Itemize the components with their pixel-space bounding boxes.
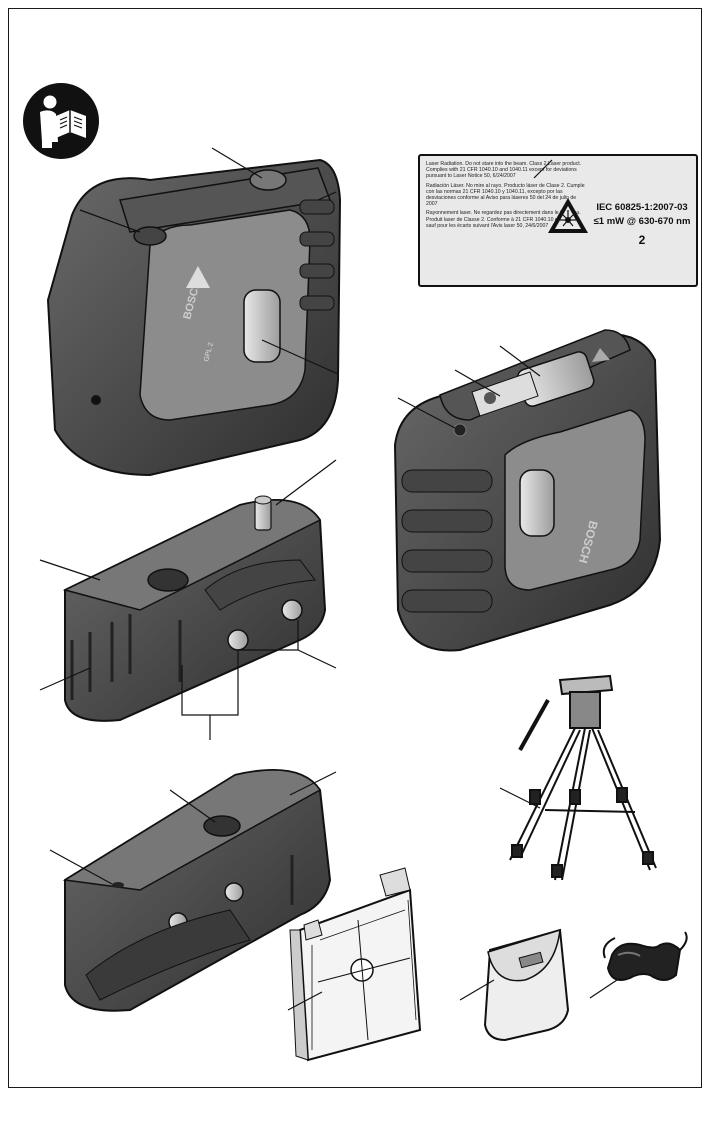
leaders-mount — [39, 459, 337, 740]
leader-target — [287, 991, 323, 1011]
label-class: 2 — [638, 233, 646, 247]
mount-bottom-view — [62, 769, 332, 1012]
leaders-device-front — [79, 147, 339, 375]
label-text-block: Laser Radiation. Do not stare into the b… — [426, 161, 586, 232]
laser-glasses — [602, 931, 688, 981]
leader-glasses — [589, 977, 621, 999]
read-manual-icon — [22, 82, 100, 160]
label-power: ≤1 mW @ 630-670 nm — [593, 216, 691, 227]
label-text-fr: Rayonnement laser. Ne regardez pas direc… — [426, 210, 581, 229]
label-text-en: Laser Radiation. Do not stare into the b… — [426, 161, 582, 180]
page-frame — [8, 8, 702, 1088]
leaders-device-back — [397, 159, 553, 429]
label-text-es: Radiación Láser. No mire al rayo. Produc… — [426, 182, 585, 208]
laser-warning-icon — [546, 196, 590, 236]
carry-pouch — [483, 928, 570, 1042]
laser-warning-label: Laser Radiation. Do not stare into the b… — [418, 154, 698, 287]
tripod — [509, 674, 657, 881]
target-plate — [289, 867, 422, 1062]
label-spec: IEC 60825-1:2007-03 ≤1 mW @ 630-670 nm 2 — [588, 202, 696, 247]
laser-device-back: BOSCH — [393, 329, 662, 652]
leaders-mount-bottom — [49, 771, 337, 885]
laser-device-front: BOSCH GPL 2 — [46, 158, 342, 477]
wall-mount — [62, 495, 327, 722]
leader-tripod — [499, 787, 541, 809]
label-standard: IEC 60825-1:2007-03 — [596, 202, 688, 213]
device-model-front: GPL 2 — [203, 342, 215, 363]
leader-pouch — [459, 979, 495, 1001]
